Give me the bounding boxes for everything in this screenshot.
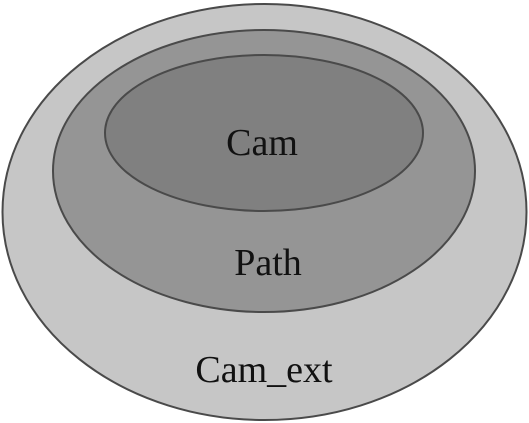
set-cam-ellipse bbox=[104, 54, 424, 212]
set-path-label: Path bbox=[234, 242, 302, 284]
set-cam-ext-label: Cam_ext bbox=[195, 349, 333, 391]
set-cam-label: Cam bbox=[226, 122, 298, 164]
